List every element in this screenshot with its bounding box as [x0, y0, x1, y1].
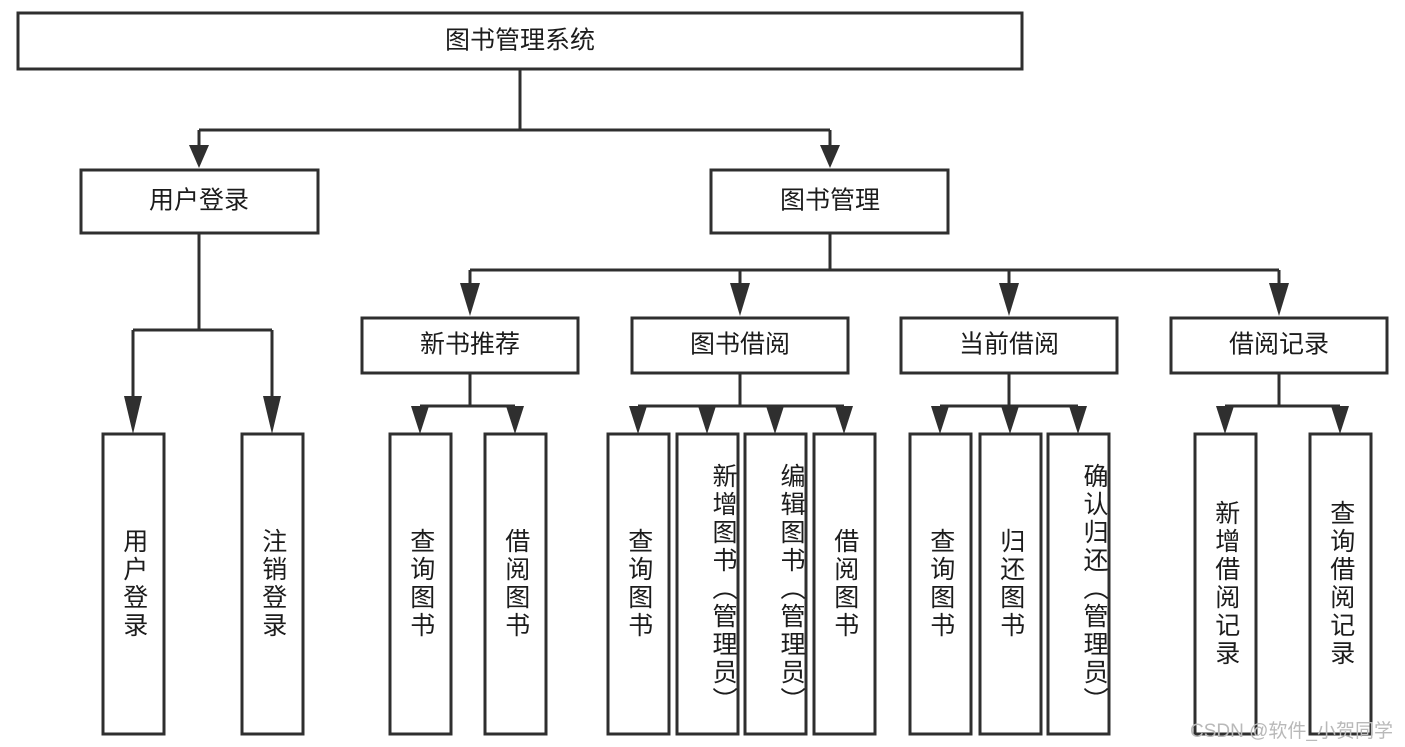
node-new-book-rec-box[interactable] [360, 316, 580, 375]
arrow-head-leaf-logout [263, 396, 281, 434]
csdn-watermark: CSDN @软件_小贺同学 [1190, 721, 1393, 742]
leaf-box-edit-book[interactable] [743, 432, 808, 736]
node-user-login[interactable]: 用户登录 [79, 168, 320, 235]
arrow-head-current-borrow [999, 283, 1019, 316]
leaf-box-add-record[interactable] [1193, 432, 1258, 736]
node-borrow-record-box[interactable] [1169, 316, 1389, 375]
node-user-login-box[interactable] [79, 168, 320, 235]
arrow-head-leaf-return-book [1001, 406, 1019, 434]
node-book-borrow-box[interactable] [630, 316, 850, 375]
leaf-box-return-book[interactable] [978, 432, 1043, 736]
arrow-head-borrow-record [1269, 283, 1289, 316]
node-root-label: 图书管理系统 [445, 27, 595, 55]
node-new-book-rec[interactable]: 新书推荐 [360, 316, 580, 375]
node-user-login-label: 用户登录 [149, 187, 249, 215]
arrow-head-leaf-add-book [698, 406, 716, 434]
leaf-box-group[interactable] [101, 432, 1373, 736]
arrow-head-leaf-query-book-3 [931, 406, 949, 434]
arrow-head-book-manage [820, 145, 840, 168]
leaf-box-query-book-1[interactable] [388, 432, 453, 736]
node-root[interactable]: 图书管理系统 [16, 11, 1024, 71]
leaf-box-query-book-2[interactable] [606, 432, 671, 736]
node-borrow-record-label: 借阅记录 [1229, 331, 1329, 359]
arrow-head-leaf-query-book-2 [629, 406, 647, 434]
node-book-borrow-label: 图书借阅 [690, 331, 790, 359]
arrow-head-leaf-confirm-return [1069, 406, 1087, 434]
node-current-borrow-label: 当前借阅 [959, 331, 1059, 359]
node-root-box[interactable] [16, 11, 1024, 71]
leaf-box-add-book[interactable] [675, 432, 740, 736]
leaf-box-borrow-book-2[interactable] [812, 432, 877, 736]
arrow-head-leaf-user-login [124, 396, 142, 434]
leaf-box-logout[interactable] [240, 432, 305, 736]
connector-group-current-borrow-to-leaves [931, 373, 1087, 434]
node-book-manage[interactable]: 图书管理 [709, 168, 950, 235]
leaf-box-query-book-3[interactable] [908, 432, 973, 736]
connector-group-user-login-to-leaves [124, 233, 281, 434]
node-book-borrow[interactable]: 图书借阅 [630, 316, 850, 375]
node-new-book-rec-label: 新书推荐 [420, 331, 520, 359]
connector-group-new-book-rec-to-leaves [411, 373, 524, 434]
connector-group-book-manage-to-level3 [460, 233, 1289, 316]
connector-group-borrow-record-to-leaves [1216, 373, 1349, 434]
leaf-box-confirm-return[interactable] [1046, 432, 1111, 736]
connector-group-root-to-level2 [189, 69, 840, 168]
leaf-box-user-login[interactable] [101, 432, 166, 736]
node-current-borrow[interactable]: 当前借阅 [899, 316, 1119, 375]
arrow-head-leaf-borrow-book-2 [835, 406, 853, 434]
arrow-head-user-login [189, 145, 209, 168]
arrow-head-leaf-borrow-book-1 [506, 406, 524, 434]
arrow-head-leaf-edit-book [766, 406, 784, 434]
arrow-head-leaf-query-record [1331, 406, 1349, 434]
arrow-head-new-book-rec [460, 283, 480, 316]
leaf-box-borrow-book-1[interactable] [483, 432, 548, 736]
arrow-head-leaf-query-book-1 [411, 406, 429, 434]
node-current-borrow-box[interactable] [899, 316, 1119, 375]
arrow-head-book-borrow [730, 283, 750, 316]
leaf-box-query-record[interactable] [1308, 432, 1373, 736]
node-book-manage-label: 图书管理 [780, 187, 880, 215]
connector-group-book-borrow-to-leaves [629, 373, 853, 434]
arrow-head-leaf-add-record [1216, 406, 1234, 434]
node-borrow-record[interactable]: 借阅记录 [1169, 316, 1389, 375]
node-book-manage-box[interactable] [709, 168, 950, 235]
